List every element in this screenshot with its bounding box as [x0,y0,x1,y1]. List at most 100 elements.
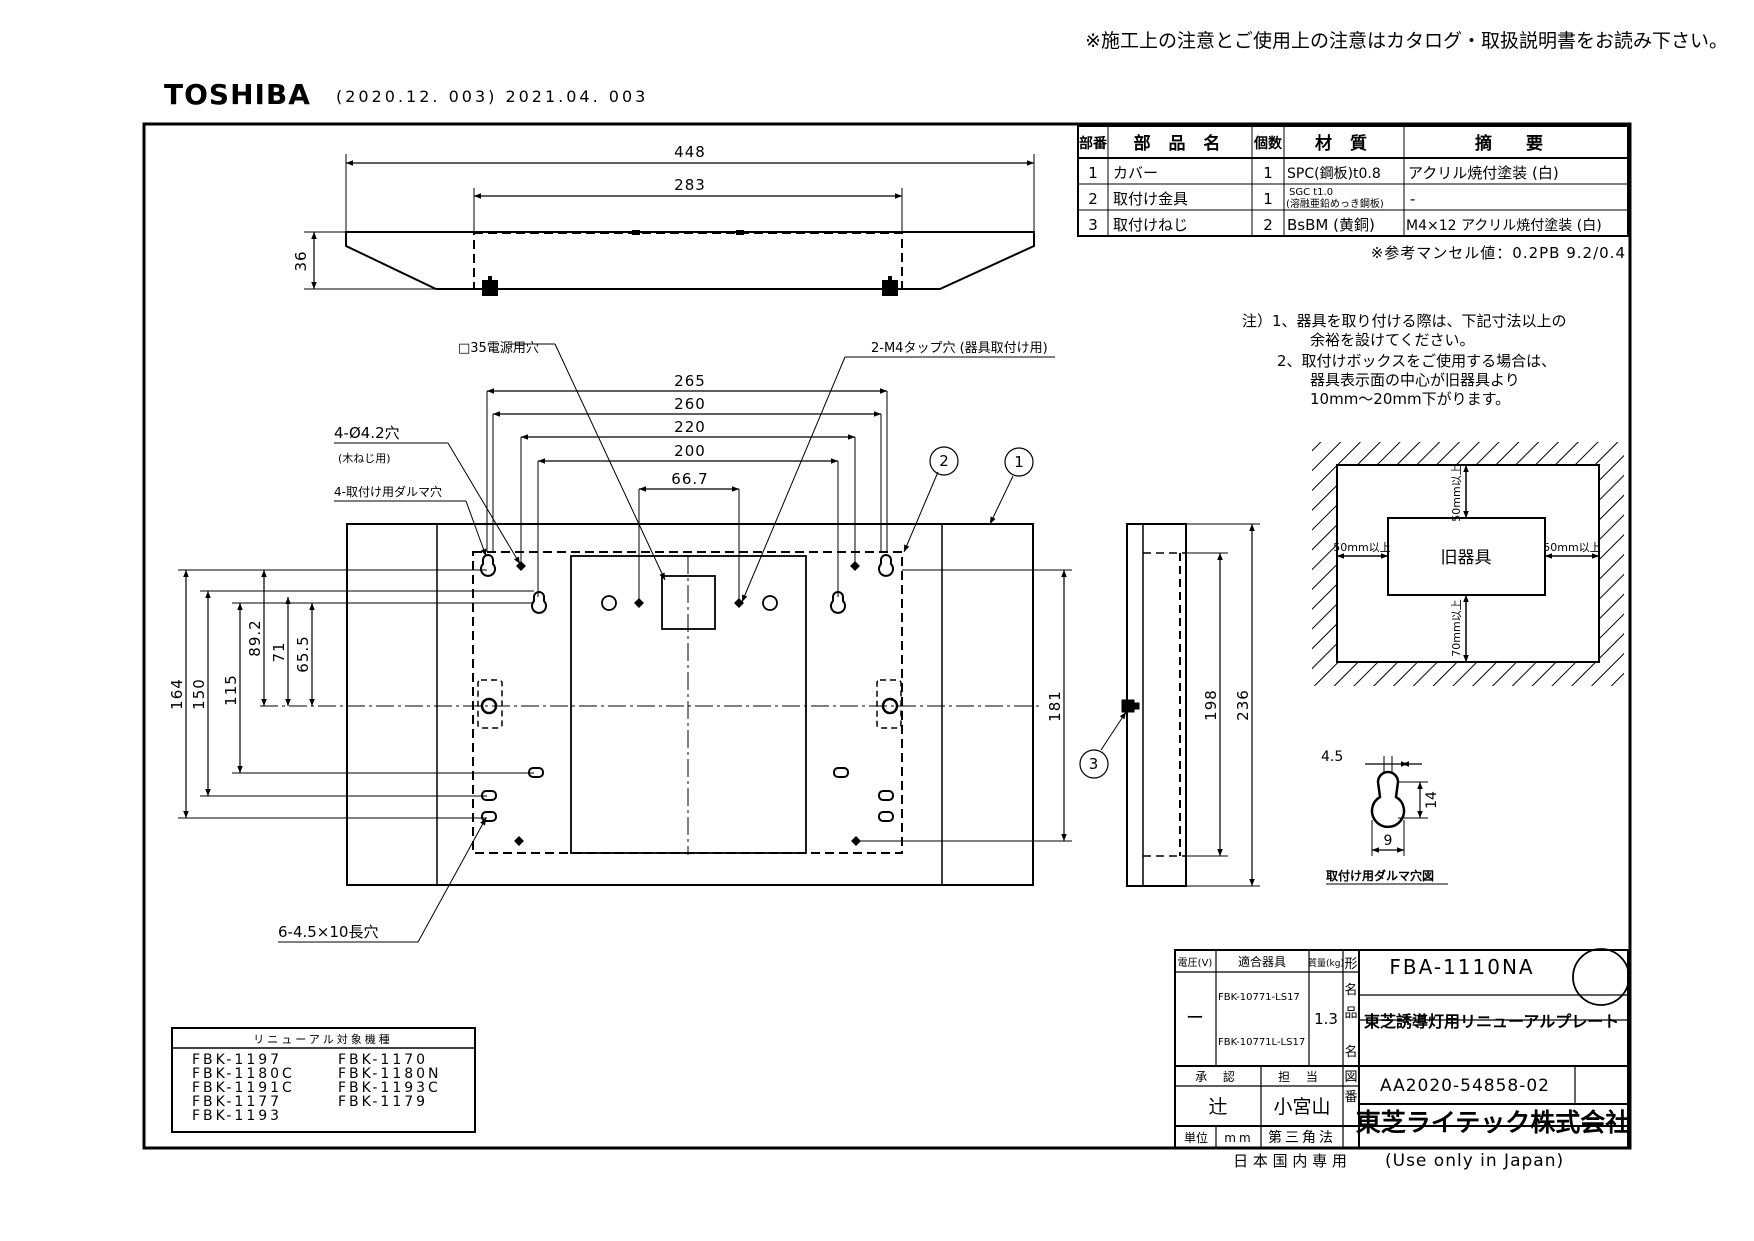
part-3-material: BsBM (黄銅) [1287,216,1375,234]
parts-table [1077,125,1629,237]
balloon-1: 1 [1014,453,1024,471]
part-3-qty: 2 [1263,216,1273,234]
toshiba-logo: TOSHIBA [164,78,311,111]
part-1-qty: 1 [1263,164,1273,182]
side-view [1079,523,1260,887]
charge-label: 担 当 [1278,1070,1324,1084]
part-2-material-sub: (溶融亜鉛めっき鋼板) [1286,197,1384,210]
dim-66-7: 66.7 [671,470,708,488]
voltage-label: 電圧(V) [1178,957,1213,969]
unit-value: mm [1224,1131,1253,1145]
top-view [304,154,1035,296]
fixture-label: 適合器具 [1238,954,1286,969]
renewal-model: FBK-1180C [192,1066,295,1082]
side-view-dims: 198 236 3 [1089,689,1252,773]
parts-header-remark: 摘 要 [1475,133,1557,154]
top-height: 36 [292,250,310,271]
keyhole-width: 4.5 [1321,749,1343,765]
model-label-2: 名 [1344,982,1357,998]
renewal-title: リニューアル対象機種 [253,1032,392,1046]
dim-65-5: 65.5 [294,635,312,672]
keyhole-caption: 取付け用ダルマ穴図 [1326,868,1434,883]
drawing-number: AA2020-54858-02 [1380,1076,1550,1096]
renewal-model: FBK-1197 [192,1052,282,1068]
weight-value: 1.3 [1314,1010,1338,1028]
callout-wood-screw-sub: (木ねじ用) [338,452,391,465]
part-3-remark: M4×12 アクリル焼付塗装 (白) [1406,217,1602,234]
title-block-text: 電圧(V) 適合器具 質量(kg) 形 名 ー FBK-10771-LS17 F… [1178,954,1631,1171]
front-view-callouts: □35電源用穴 2-M4タップ穴 (器具取付け用) 4-Ø4.2穴 (木ねじ用)… [278,341,1048,941]
drawing-frame [142,122,1632,1150]
clearance-right: 50mm以上 [1543,541,1600,554]
person-name: 小宮山 [1273,1096,1330,1118]
part-1-material: SPC(鋼板)t0.8 [1287,166,1381,182]
top-width-outer: 448 [674,143,706,161]
note-line-2: 余裕を設けてください。 [1310,331,1475,349]
dim-181: 181 [1046,690,1064,722]
dim-198: 198 [1202,689,1220,721]
header-notice: ※施工上の注意とご使用上の注意はカタログ・取扱説明書をお読み下さい。 [1085,30,1728,52]
balloon-2: 2 [939,452,949,470]
fixture-2: FBK-10771L-LS17 [1218,1037,1305,1048]
part-2-no: 2 [1088,190,1098,208]
name-label-1: 品 [1344,1006,1357,1021]
part-2-material: SGC t1.0 [1289,187,1333,198]
clearance-bottom: 70mm以上 [1450,599,1463,656]
keyhole-diameter: 9 [1384,833,1393,849]
renewal-model: FBK-1180N [338,1066,442,1082]
part-3-no: 3 [1088,216,1098,234]
approve-label: 承 認 [1195,1069,1241,1084]
part-2-name: 取付け金具 [1113,190,1188,208]
parts-header-no: 部番 [1079,135,1108,152]
dim-150: 150 [190,678,208,710]
dim-115: 115 [222,674,240,706]
renewal-model: FBK-1179 [338,1094,428,1110]
model-number: FBA-1110NA [1389,955,1534,979]
note-line-1: 注）1、器具を取り付ける際は、下記寸法以上の [1242,312,1567,330]
renewal-model: FBK-1191C [192,1080,295,1096]
model-label-1: 形 [1344,957,1357,972]
renewal-model: FBK-1170 [338,1052,428,1068]
fixture-1: FBK-10771-LS17 [1218,992,1300,1003]
front-view-dims: 265 260 220 200 66.7 164 150 115 89.2 71… [168,372,1064,722]
part-1-remark: アクリル焼付塗装 (白) [1408,164,1559,182]
old-fixture-label: 旧器具 [1441,548,1492,568]
clearance-top: 50mm以上 [1450,464,1463,521]
voltage-value: ー [1186,1008,1204,1029]
name-label-2: 名 [1344,1044,1357,1060]
renewal-target-table: リニューアル対象機種 FBK-1197 FBK-1170 FBK-1180C F… [171,1027,476,1133]
parts-table-text: 部番 部 品 名 個数 材 質 摘 要 1 カバー 1 SPC(鋼板)t0.8 … [1079,133,1625,262]
unit-label: 単位 [1184,1130,1208,1145]
part-1-name: カバー [1113,164,1158,182]
revision-history: (2020.12. 003) 2021.04. 003 [336,87,648,106]
callout-wood-screw-holes: 4-Ø4.2穴 [334,424,400,442]
part-1-no: 1 [1088,164,1098,182]
product-name: 東芝誘導灯用リニューアルプレート [1364,1012,1619,1031]
weight-label: 質量(kg) [1308,957,1344,969]
renewal-model: FBK-1193C [338,1080,441,1096]
title-block [1174,948,1630,1149]
renewal-model: FBK-1193 [192,1108,282,1124]
callout-tap-holes: 2-M4タップ穴 (器具取付け用) [871,341,1048,356]
callout-slots: 6-4.5×10長穴 [278,923,378,941]
note-line-5: 10mm～20mm下がります。 [1310,390,1510,408]
dim-220: 220 [674,418,706,436]
projection-method: 第三角法 [1268,1129,1336,1146]
domestic-use: 日 本 国 内 専 用 [1233,1152,1347,1170]
clearance-left: 50mm以上 [1333,541,1390,554]
dim-71: 71 [270,641,288,662]
dim-236: 236 [1234,689,1252,721]
parts-header-qty: 個数 [1253,135,1283,152]
top-width-inner: 283 [674,176,706,194]
approver-name: 辻 [1208,1096,1227,1118]
parts-header-material: 材 質 [1315,133,1373,154]
part-2-remark: - [1410,190,1415,208]
company-name: 東芝ライテック株式会社 [1356,1108,1631,1137]
drawing-label-1: 図 [1344,1070,1357,1085]
keyhole-height: 14 [1424,791,1440,809]
note-line-3: 2、取付けボックスをご使用する場合は、 [1277,352,1556,370]
dim-89-2: 89.2 [246,619,264,656]
installation-notes: 注）1、器具を取り付ける際は、下記寸法以上の 余裕を設けてください。 2、取付け… [1242,312,1567,408]
note-line-4: 器具表示面の中心が旧器具より [1310,371,1520,389]
